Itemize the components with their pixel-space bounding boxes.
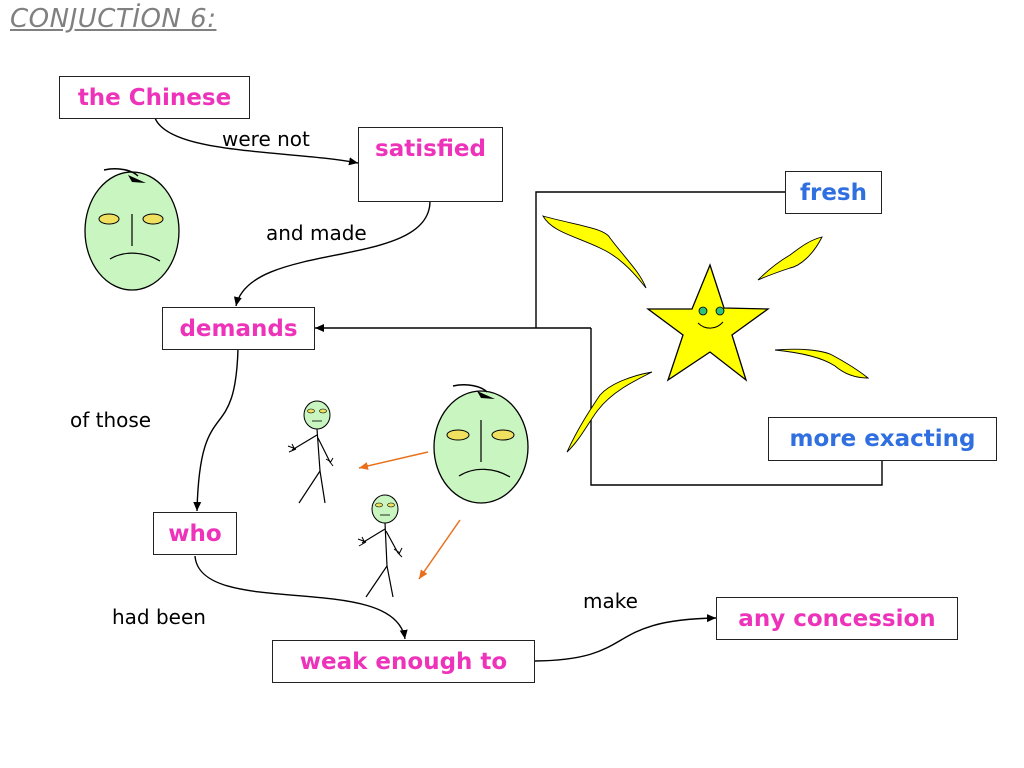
edge-label-and-made: and made — [266, 221, 367, 245]
node-satisfied: satisfied — [358, 127, 503, 202]
chinese-face-icon — [433, 384, 529, 504]
orange-arrow-upper — [358, 451, 429, 470]
connector-weak-concession — [533, 614, 717, 662]
connector-demands-who — [193, 348, 239, 512]
connector-exacting-bracket — [590, 328, 883, 486]
stick-figure-icon — [357, 494, 403, 598]
connector-satisfied-demands — [233, 200, 431, 307]
connector-fresh-bracket — [535, 191, 785, 328]
node-who: who — [153, 512, 237, 555]
node-more-exacting: more exacting — [768, 417, 997, 461]
edge-label-were-not: were not — [222, 127, 310, 151]
node-the-chinese: the Chinese — [59, 76, 250, 119]
slide-title: CONJUCTİON 6: — [10, 4, 217, 34]
edge-label-of-those: of those — [70, 408, 152, 432]
node-fresh: fresh — [785, 171, 882, 214]
node-weak-enough-to: weak enough to — [272, 640, 535, 683]
edge-label-make: make — [583, 589, 638, 613]
connector-chinese-satisfied — [154, 117, 359, 166]
node-any-concession: any concession — [716, 597, 958, 640]
connector-who-weak — [194, 555, 408, 640]
edge-label-had-been: had been — [112, 605, 206, 629]
stick-figure-icon — [287, 400, 334, 504]
chinese-face-icon — [84, 168, 180, 291]
orange-arrow-lower — [418, 519, 461, 580]
star-icon — [542, 215, 870, 453]
node-demands: demands — [162, 307, 315, 350]
